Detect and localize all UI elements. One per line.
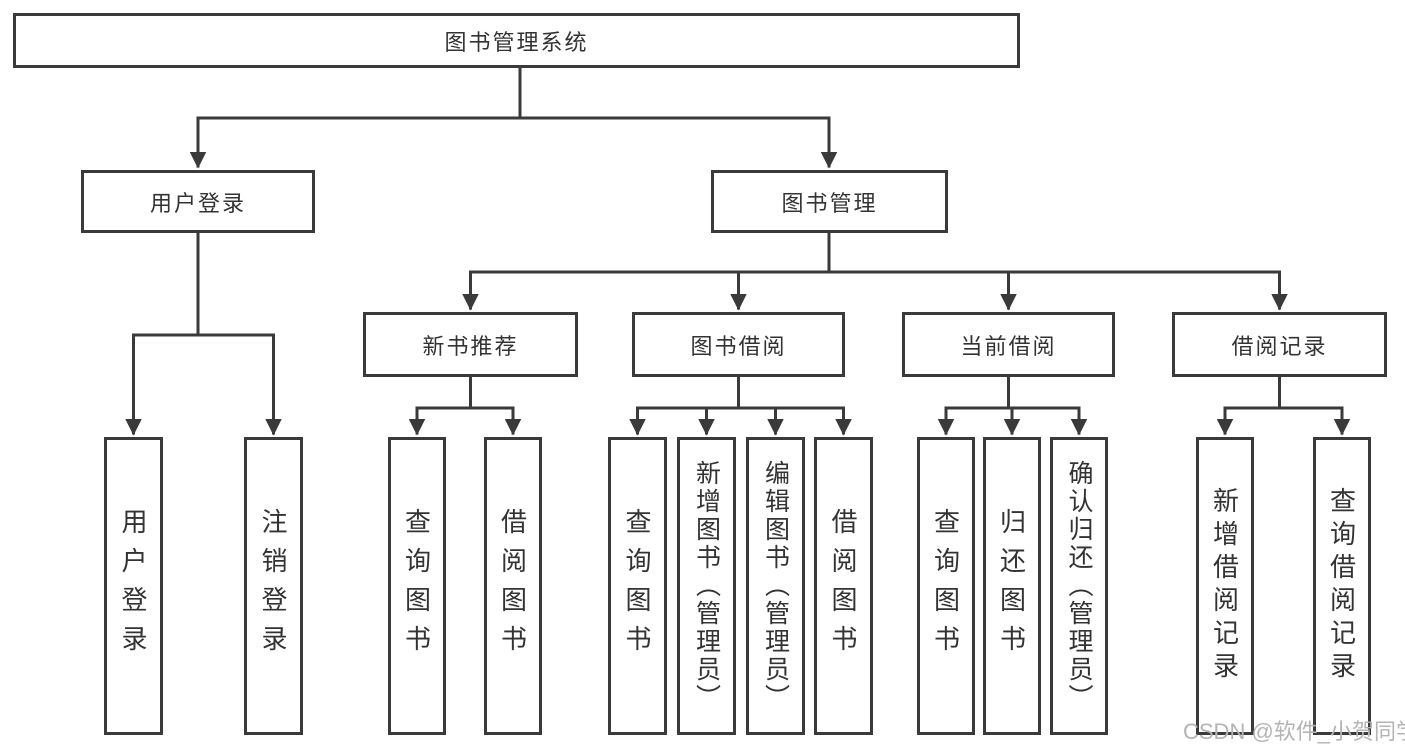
node-current-borrow: 当前借阅 <box>902 312 1115 377</box>
leaf-borrow-add-admin: 新增图书（管理员） <box>677 437 736 735</box>
node-book-borrow-label: 图书借阅 <box>690 333 787 359</box>
leaf-user-login: 用户登录 <box>104 437 163 735</box>
node-user-login: 用户登录 <box>81 170 315 233</box>
node-book-borrow: 图书借阅 <box>632 312 845 377</box>
leaf-newbook-query-label: 查询图书 <box>401 508 432 664</box>
leaf-current-return: 归还图书 <box>983 437 1041 735</box>
leaf-current-confirm-admin: 确认归还（管理员） <box>1050 437 1108 735</box>
node-book-mgmt: 图书管理 <box>711 170 948 233</box>
leaf-logout-label: 注销登录 <box>258 508 288 664</box>
leaf-borrow-book-label: 借阅图书 <box>828 508 858 664</box>
leaf-user-login-label: 用户登录 <box>118 508 148 664</box>
leaf-borrow-query: 查询图书 <box>608 437 667 735</box>
node-borrow-records: 借阅记录 <box>1172 312 1387 377</box>
node-book-mgmt-label: 图书管理 <box>781 190 878 216</box>
node-new-book-recommend-label: 新书推荐 <box>422 333 519 359</box>
csdn-watermark: CSDN @软件_小贺同学 <box>1183 719 1405 744</box>
leaf-current-query: 查询图书 <box>917 437 975 735</box>
node-new-book-recommend: 新书推荐 <box>363 312 578 377</box>
node-root-label: 图书管理系统 <box>444 29 589 55</box>
leaf-borrow-add-admin-label: 新增图书（管理员） <box>692 460 721 712</box>
leaf-borrow-book: 借阅图书 <box>814 437 873 735</box>
leaf-records-add: 新增借阅记录 <box>1196 437 1254 735</box>
node-user-login-label: 用户登录 <box>149 190 246 216</box>
node-borrow-records-label: 借阅记录 <box>1231 333 1328 359</box>
leaf-logout: 注销登录 <box>244 437 303 735</box>
leaf-newbook-borrow: 借阅图书 <box>484 437 542 735</box>
node-current-borrow-label: 当前借阅 <box>960 333 1057 359</box>
leaf-newbook-borrow-label: 借阅图书 <box>497 508 528 664</box>
leaf-records-query-label: 查询借阅记录 <box>1326 487 1357 685</box>
leaf-newbook-query: 查询图书 <box>388 437 446 735</box>
leaf-current-return-label: 归还图书 <box>996 508 1027 664</box>
leaf-borrow-edit-admin-label: 编辑图书（管理员） <box>761 460 790 712</box>
node-root: 图书管理系统 <box>13 13 1020 68</box>
leaf-borrow-query-label: 查询图书 <box>622 508 652 664</box>
leaf-records-query: 查询借阅记录 <box>1313 437 1371 735</box>
leaf-borrow-edit-admin: 编辑图书（管理员） <box>746 437 805 735</box>
leaf-current-query-label: 查询图书 <box>930 508 961 664</box>
leaf-records-add-label: 新增借阅记录 <box>1209 487 1240 685</box>
leaf-current-confirm-admin-label: 确认归还（管理员） <box>1065 460 1093 712</box>
